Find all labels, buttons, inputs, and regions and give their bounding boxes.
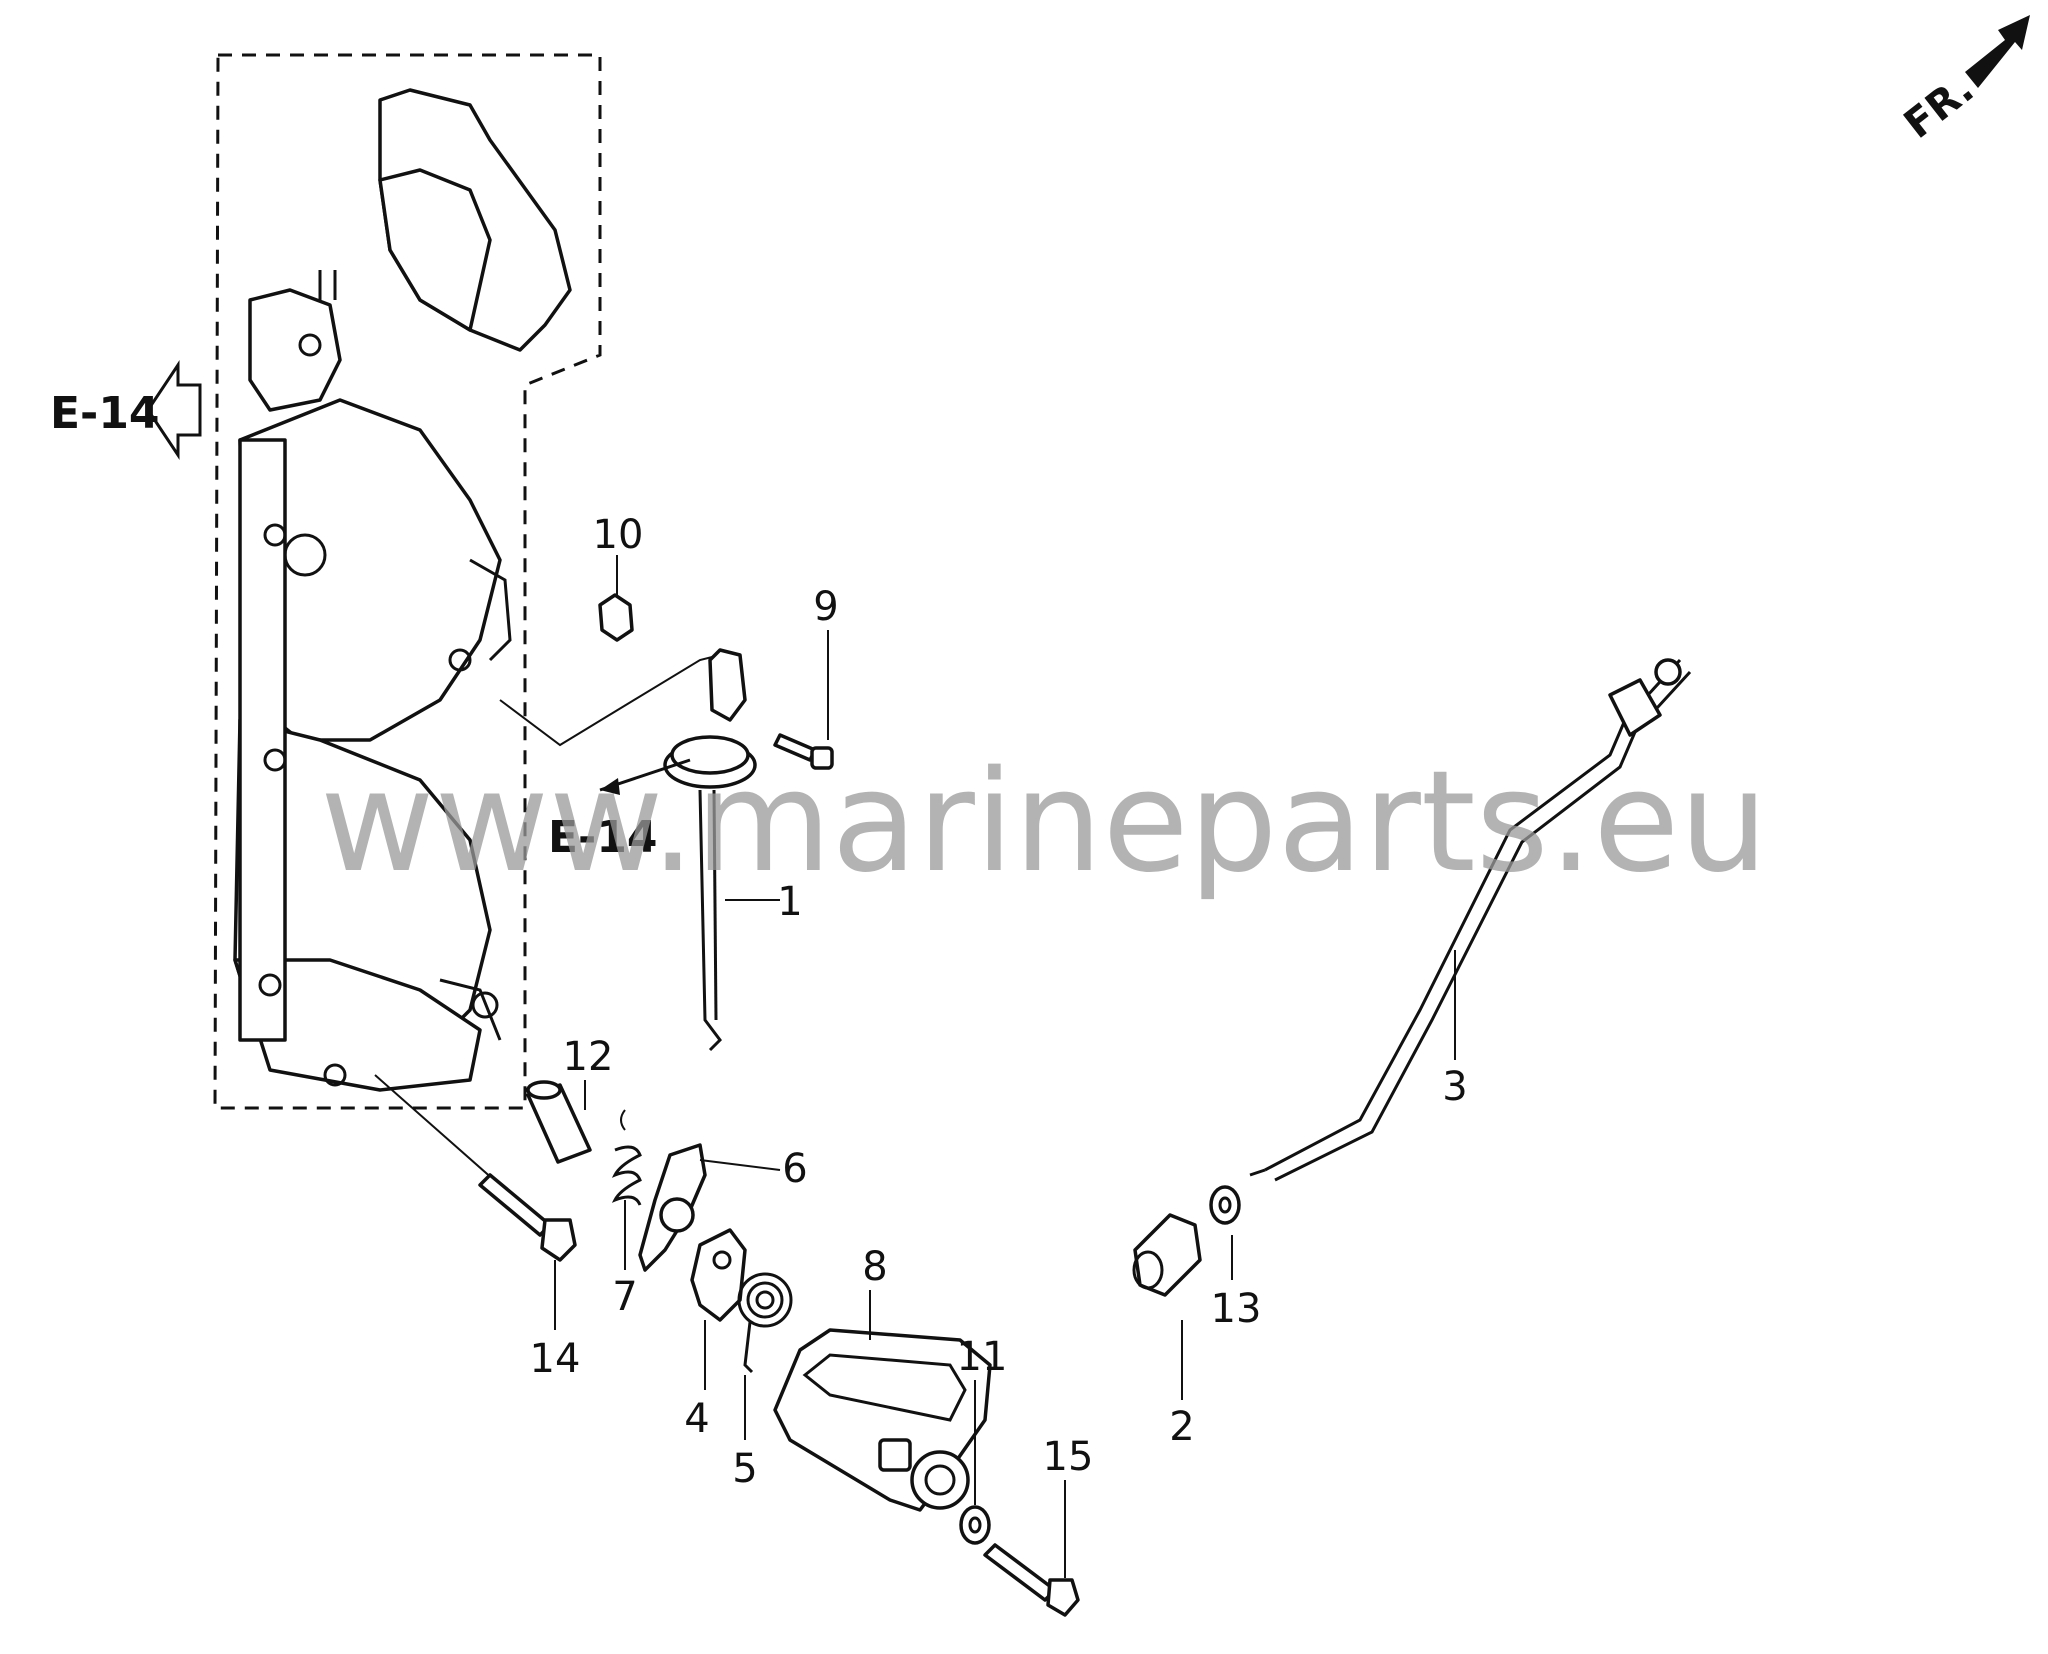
- part-15-bolt: [983, 1543, 1080, 1617]
- part-13-washer: [1209, 1185, 1241, 1225]
- part-number-8: 8: [862, 1244, 887, 1290]
- part-number-11: 11: [957, 1334, 1008, 1380]
- part-2-cable-nut: [1132, 1213, 1202, 1297]
- part-number-labels: 1 2 3 4 5 6 7 8 9 10 11 12 13 14 15: [530, 512, 1468, 1492]
- part-6-lever: [638, 1143, 707, 1272]
- part-4-cam-plate: [690, 1228, 747, 1322]
- leader-manifold-to-item1: [499, 654, 721, 747]
- part-9-screw: [773, 733, 834, 770]
- part-number-7: 7: [612, 1274, 637, 1320]
- part-1-choke-rod: [663, 648, 757, 1052]
- reference-e14-left: E-14: [50, 360, 202, 460]
- part-10-nut: [598, 593, 634, 642]
- part-12-collar: [526, 1080, 592, 1164]
- part-number-10: 10: [593, 512, 644, 558]
- watermark-text: www.marineparts.eu: [320, 741, 1768, 904]
- part-number-9: 9: [813, 584, 838, 630]
- front-direction-arrow-icon: [1965, 15, 2030, 88]
- part-3-choke-cable: [1249, 658, 1692, 1182]
- fr-label: FR.: [1896, 66, 1983, 148]
- part-7-spring: [611, 1109, 642, 1206]
- reference-e14-center: E-14: [548, 758, 691, 863]
- arrowhead-icon: [600, 778, 620, 795]
- part-11-washer: [959, 1505, 991, 1545]
- part-number-2: 2: [1169, 1404, 1194, 1450]
- intake-manifold: [233, 88, 572, 1092]
- part-number-4: 4: [684, 1396, 709, 1442]
- part-8-choke-knob: [773, 1328, 992, 1512]
- part-number-3: 3: [1442, 1064, 1467, 1110]
- hollow-arrow-left-icon: [146, 360, 202, 460]
- part-number-6: 6: [782, 1146, 807, 1192]
- part-number-13: 13: [1211, 1286, 1262, 1332]
- part-number-14: 14: [530, 1336, 581, 1382]
- part-number-12: 12: [563, 1034, 614, 1080]
- part-number-5: 5: [732, 1446, 757, 1492]
- leader-lines: [554, 555, 1456, 1578]
- ref-e14-left-label: E-14: [50, 388, 160, 439]
- orientation-indicator: FR.: [1896, 15, 2030, 148]
- part-number-15: 15: [1043, 1434, 1094, 1480]
- part-number-1: 1: [777, 879, 802, 925]
- ref-e14-center-label: E-14: [548, 812, 658, 863]
- part-5-coil-spring: [737, 1272, 793, 1374]
- part-14-bolt: [374, 1074, 577, 1262]
